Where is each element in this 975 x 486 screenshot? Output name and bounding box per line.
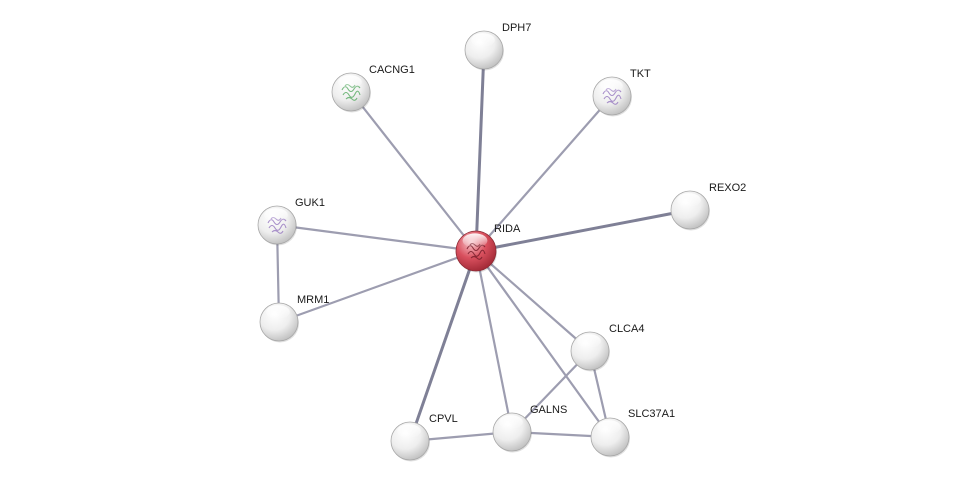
node-label-tkt: TKT bbox=[630, 68, 651, 80]
node-highlight bbox=[677, 193, 701, 207]
node-highlight bbox=[266, 305, 290, 319]
edge-rida-slc37a1[interactable] bbox=[474, 249, 612, 439]
node-slc37a1[interactable]: SLC37A1 bbox=[590, 408, 675, 458]
node-label-guk1: GUK1 bbox=[295, 197, 325, 209]
node-highlight bbox=[338, 75, 362, 89]
node-label-slc37a1: SLC37A1 bbox=[628, 408, 675, 420]
protein-structure-icon bbox=[466, 242, 486, 260]
node-label-galns: GALNS bbox=[530, 404, 567, 416]
node-highlight bbox=[397, 424, 421, 438]
node-highlight bbox=[264, 208, 288, 222]
edge-rida-rexo2[interactable] bbox=[474, 208, 692, 253]
node-label-rida: RIDA bbox=[494, 223, 521, 235]
node-label-cpvl: CPVL bbox=[429, 413, 458, 425]
node-galns[interactable]: GALNS bbox=[492, 404, 567, 453]
node-cpvl[interactable]: CPVL bbox=[390, 413, 458, 462]
node-rexo2[interactable]: REXO2 bbox=[670, 182, 746, 231]
edge-rida-tkt[interactable] bbox=[474, 94, 614, 253]
node-highlight bbox=[577, 334, 601, 348]
node-clca4[interactable]: CLCA4 bbox=[570, 323, 644, 372]
node-label-rexo2: REXO2 bbox=[709, 182, 746, 194]
node-label-dph7: DPH7 bbox=[502, 22, 531, 34]
edge-rida-dph7[interactable] bbox=[474, 48, 486, 253]
edge-rida-cpvl[interactable] bbox=[408, 249, 478, 443]
node-dph7[interactable]: DPH7 bbox=[464, 22, 531, 71]
edge-rida-guk1[interactable] bbox=[275, 223, 478, 253]
node-highlight bbox=[599, 79, 623, 93]
node-cacng1[interactable]: CACNG1 bbox=[331, 64, 415, 113]
protein-structure-icon bbox=[341, 83, 361, 101]
edge-rida-mrm1[interactable] bbox=[277, 249, 478, 324]
node-highlight bbox=[597, 420, 621, 434]
node-mrm1[interactable]: MRM1 bbox=[259, 294, 329, 343]
protein-structure-icon bbox=[267, 216, 287, 234]
node-highlight bbox=[462, 233, 488, 248]
node-label-cacng1: CACNG1 bbox=[369, 64, 415, 76]
node-highlight bbox=[471, 33, 495, 47]
node-highlight bbox=[499, 415, 523, 429]
node-label-mrm1: MRM1 bbox=[297, 294, 329, 306]
protein-structure-icon bbox=[602, 87, 622, 105]
edge-rida-clca4[interactable] bbox=[474, 249, 592, 353]
node-tkt[interactable]: TKT bbox=[592, 68, 651, 117]
node-rida[interactable]: RIDA bbox=[455, 223, 521, 273]
edge-rida-cacng1[interactable] bbox=[349, 90, 478, 253]
edge-rida-galns[interactable] bbox=[474, 249, 514, 434]
node-label-clca4: CLCA4 bbox=[609, 323, 644, 335]
node-guk1[interactable]: GUK1 bbox=[257, 197, 325, 246]
